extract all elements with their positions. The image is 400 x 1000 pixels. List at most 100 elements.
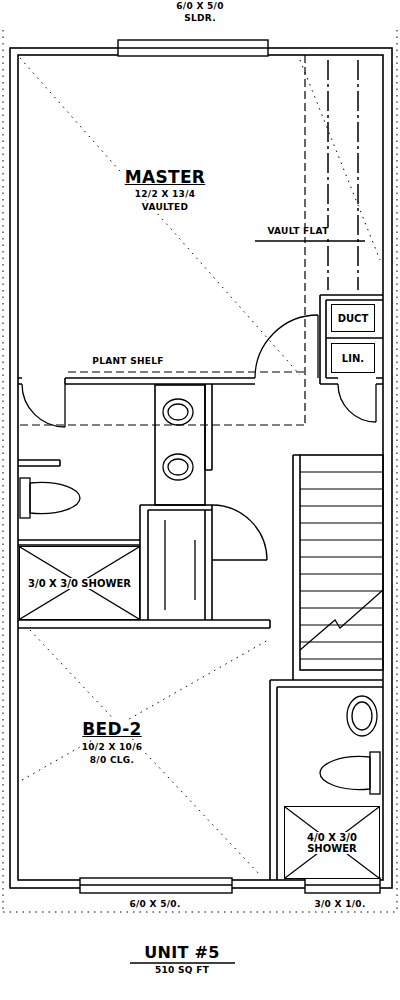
title-underline (130, 962, 235, 964)
plan-stroke (194, 540, 195, 600)
stair-tread (300, 641, 383, 642)
plan-stroke (212, 505, 267, 560)
cross-line (285, 807, 379, 878)
stair-tread (300, 471, 383, 472)
plan-label: SLDR. (182, 14, 218, 24)
stair-tread (300, 607, 383, 608)
plan-label: VAULTED (140, 203, 190, 213)
stair-tread (300, 658, 383, 659)
fixtures (20, 399, 380, 794)
stair-tread (300, 539, 383, 540)
plan-stroke (293, 455, 300, 680)
node-label: 3/0 X 3/0 SHOWER (27, 578, 132, 589)
beam-lines (328, 60, 358, 290)
plan-stroke (80, 884, 232, 885)
plan-stroke (118, 40, 268, 56)
plan-stroke (320, 295, 383, 384)
vault-marker (255, 240, 365, 241)
plan-stroke (118, 47, 268, 48)
stair-tread (300, 505, 383, 506)
shower-box: 4/0 X 3/0 SHOWER (284, 806, 380, 879)
plan-label: 3/0 X 1/0. (312, 900, 367, 910)
stair-tread (300, 573, 383, 574)
node-text-holder: 3/0 X 3/0 SHOWER (27, 578, 132, 589)
plan-label: PLANT SHELF (90, 357, 165, 367)
plan-label: 510 SQ FT (153, 966, 211, 976)
stair-tread (300, 590, 383, 591)
plan-label: BED-2 (80, 720, 143, 739)
plan-stroke (18, 378, 22, 384)
plan-stroke (30, 482, 80, 513)
plan-stroke (375, 384, 376, 422)
plan-stroke (212, 559, 267, 560)
plan-stroke (18, 460, 60, 466)
plan-stroke (327, 60, 329, 290)
plan-stroke (357, 60, 359, 290)
linen-box: LIN. (331, 343, 375, 373)
plan-stroke (3, 912, 397, 913)
duct-box: DUCT (331, 304, 375, 332)
plan-stroke (20, 58, 300, 375)
node-label: DUCT (337, 313, 370, 324)
plan-stroke (22, 384, 65, 427)
plan-stroke (80, 878, 232, 893)
stair-tread (300, 624, 383, 625)
plan-stroke (20, 424, 305, 425)
node-text-holder: DUCT (337, 313, 370, 324)
unit-title: UNIT #5 (142, 944, 221, 962)
plan-stroke (305, 878, 380, 893)
plan-stroke (22, 640, 268, 780)
stair-treads (300, 472, 383, 659)
ceiling-lines (3, 30, 397, 912)
plan-stroke (205, 384, 212, 470)
plan-label: MASTER (123, 168, 207, 187)
plan-stroke (3, 30, 4, 912)
stair-tread (300, 522, 383, 523)
cross-line (20, 547, 139, 619)
plan-stroke (347, 696, 377, 736)
stair-tread (300, 556, 383, 557)
plan-stroke (164, 520, 165, 610)
plan-stroke (140, 505, 212, 620)
node-text-holder: LIN. (341, 353, 365, 364)
node-label: 4/0 X 3/0 SHOWER (287, 832, 377, 854)
plan-stroke (18, 620, 270, 628)
vault-lines (20, 55, 305, 425)
plan-stroke (65, 378, 255, 384)
plan-stroke (68, 371, 305, 372)
plan-stroke (370, 752, 380, 794)
plan-stroke (168, 459, 188, 475)
plan-stroke (304, 55, 305, 425)
plan-stroke (30, 630, 260, 875)
stair-break (300, 590, 383, 650)
plan-stroke (317, 315, 318, 378)
shower-box: 3/0 X 3/0 SHOWER (19, 546, 140, 620)
plan-label: 6/0 X 5/0. (127, 900, 182, 910)
plan-label: 8/0 CLG. (88, 756, 137, 766)
plan-stroke (20, 478, 30, 518)
plan-stroke (352, 702, 372, 730)
plan-stroke (10, 48, 392, 888)
plan-stroke (64, 384, 65, 427)
plan-stroke (255, 315, 318, 378)
cross-line (285, 807, 379, 878)
stair-tread (300, 488, 383, 489)
plan-label: 10/2 X 10/6 (80, 743, 145, 753)
plan-stroke (18, 55, 383, 880)
plan-stroke (168, 404, 188, 420)
plan-label: VAULT FLAT (265, 227, 330, 237)
plan-stroke (320, 756, 370, 789)
walls (10, 48, 392, 888)
plan-stroke (376, 378, 383, 384)
plan-stroke (163, 454, 193, 480)
plan-label: 12/2 X 13/4 (133, 190, 198, 200)
node-label: LIN. (341, 353, 365, 364)
plan-stroke (163, 399, 193, 425)
plan-stroke (397, 30, 398, 912)
plan-stroke (270, 680, 383, 880)
node-text-holder: 4/0 X 3/0 SHOWER (287, 832, 377, 854)
plan-stroke (18, 540, 140, 545)
plan-stroke (338, 384, 376, 422)
plan-stroke (300, 455, 383, 670)
